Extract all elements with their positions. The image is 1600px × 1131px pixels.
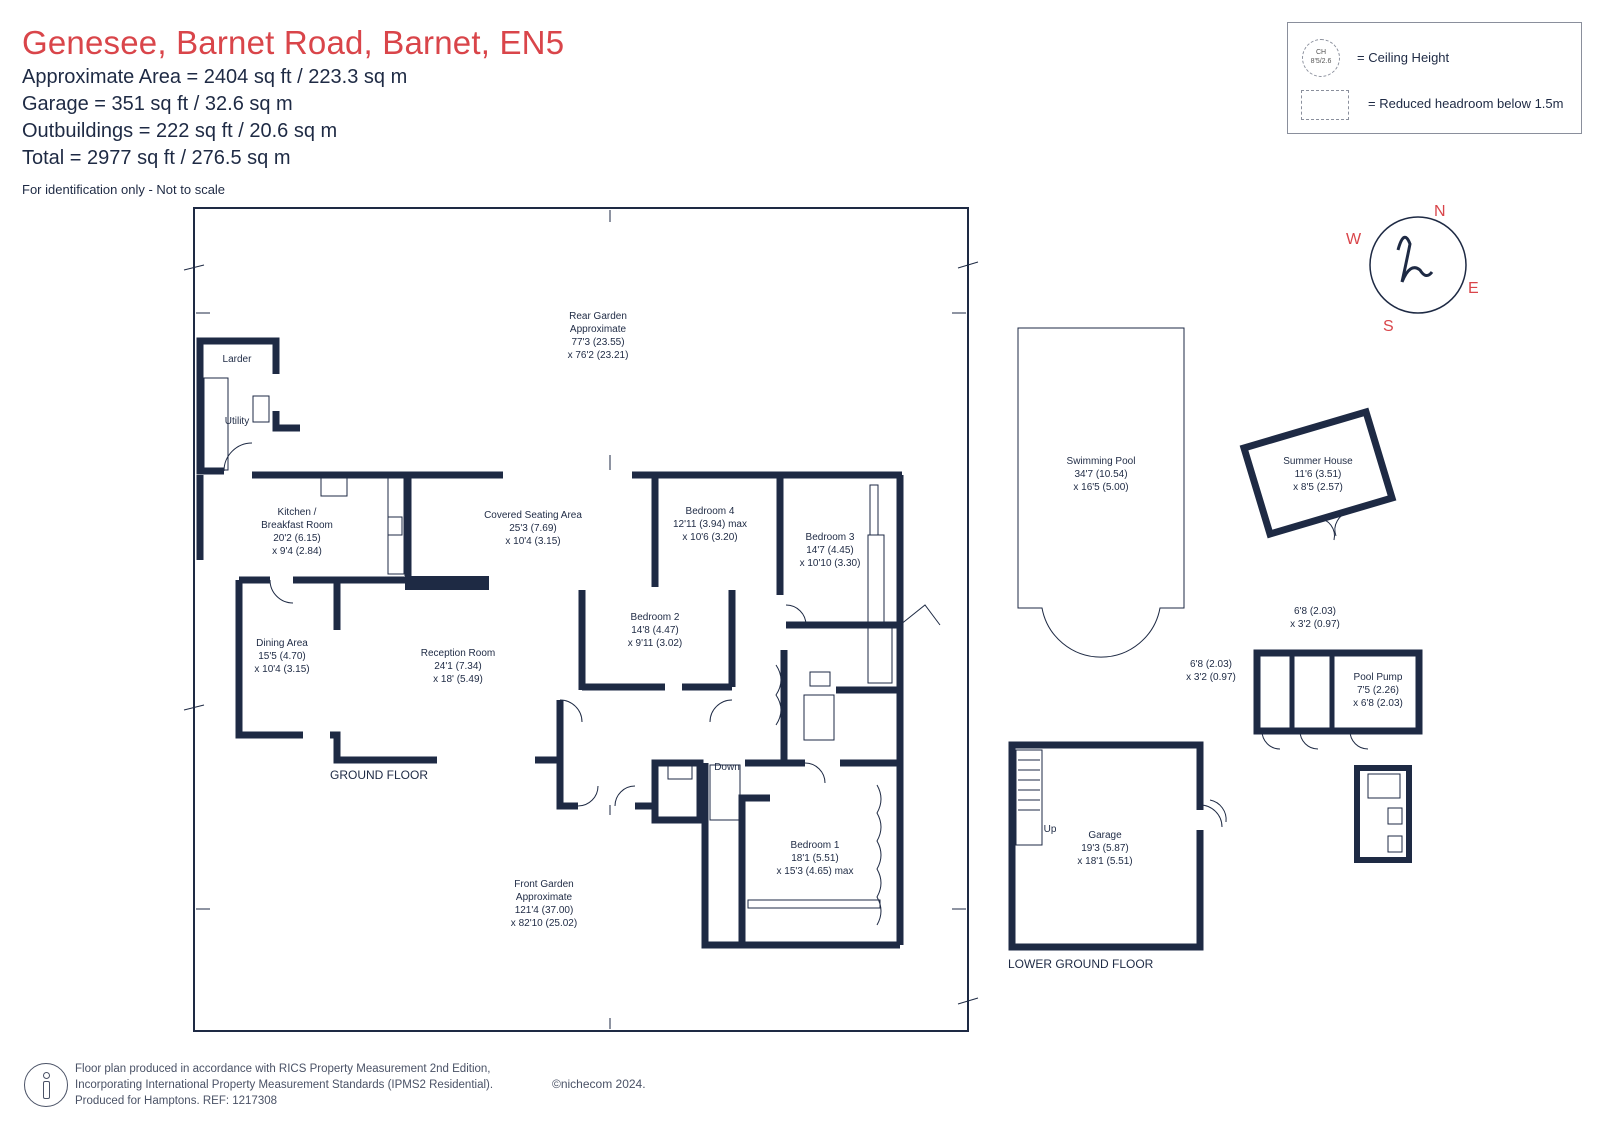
compass-east: E (1468, 280, 1479, 297)
outbuilding-stores: 6'8 (2.03)x 3'2 (0.97) 6'8 (2.03)x 3'2 (… (1186, 606, 1423, 750)
ground-floor-walls (196, 337, 904, 949)
boundary-arrows (183, 210, 979, 1029)
info-icon (24, 1063, 68, 1107)
fixtures (203, 377, 893, 926)
brand-logo (1396, 235, 1434, 283)
store-left-dims: 6'8 (2.03)x 3'2 (0.97) (1186, 659, 1236, 683)
ch-symbol-label: CH (1315, 49, 1327, 56)
ground-floor-label: GROUND FLOOR (330, 768, 428, 782)
footer-line-1: Floor plan produced in accordance with R… (75, 1063, 491, 1075)
ceiling-height-icon: CH 8'5/2.6 (1302, 39, 1340, 77)
footer-line-3: Produced for Hamptons. REF: 1217308 (75, 1095, 278, 1107)
compass-south: S (1383, 318, 1394, 335)
identification-note: For identification only - Not to scale (22, 182, 226, 197)
compass-west: W (1346, 231, 1362, 248)
store-top-dims: 6'8 (2.03)x 3'2 (0.97) (1290, 606, 1340, 630)
compass-rose: N E S W (1346, 203, 1479, 335)
stairs-up-label: Up (1044, 824, 1057, 835)
legend-ceiling-height: = Ceiling Height (1357, 50, 1450, 65)
total-area: Total = 2977 sq ft / 276.5 sq m (22, 147, 291, 169)
utility-label: Utility (225, 416, 249, 427)
approximate-area: Approximate Area = 2404 sq ft / 223.3 sq… (22, 66, 408, 88)
swimming-pool (1017, 327, 1185, 658)
legend-box: CH 8'5/2.6 = Ceiling Height = Reduced he… (1287, 22, 1582, 134)
footer-line-2: Incorporating International Property Mea… (75, 1079, 494, 1091)
larder-label: Larder (223, 354, 253, 365)
lower-ground-floor-label: LOWER GROUND FLOOR (1008, 957, 1154, 971)
stairs-down-label: Down (714, 762, 740, 773)
plot-boundary (193, 207, 969, 1032)
ch-symbol-value: 8'5/2.6 (1310, 58, 1332, 65)
legend-reduced-headroom: = Reduced headroom below 1.5m (1368, 96, 1564, 111)
compass-north: N (1434, 203, 1446, 220)
footer-disclaimer: Floor plan produced in accordance with R… (75, 1061, 493, 1109)
pool-shower-room (1354, 765, 1412, 863)
outbuildings-area: Outbuildings = 222 sq ft / 20.6 sq m (22, 120, 338, 142)
fireplace (405, 576, 489, 590)
property-title: Genesee, Barnet Road, Barnet, EN5 (22, 24, 565, 61)
copyright: ©nichecom 2024. (552, 1077, 646, 1091)
door-swings (223, 442, 1227, 823)
reduced-headroom-icon (1301, 90, 1349, 120)
garage-area: Garage = 351 sq ft / 32.6 sq m (22, 93, 293, 115)
